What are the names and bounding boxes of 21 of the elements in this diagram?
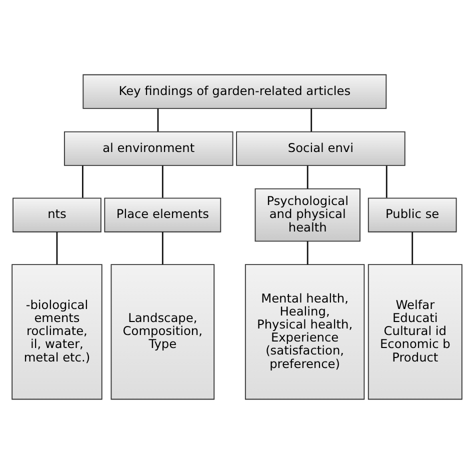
node-box: Mental health, Healing, Physical health, Experience (satisfaction, preference): [244, 264, 365, 400]
node-box: Place elements: [104, 198, 222, 232]
connector: [82, 166, 84, 198]
connector: [162, 232, 164, 264]
connector: [157, 108, 159, 132]
node-box: Public se: [368, 198, 457, 232]
node-box: nts: [12, 198, 102, 232]
connector: [386, 166, 388, 198]
node-box: al environment: [64, 131, 234, 166]
node-box: Welfar Educati Cultural id Economic b Product: [368, 264, 462, 400]
node-box: -biological ements roclimate, il, water, metal etc.): [12, 264, 102, 400]
connector: [306, 166, 308, 189]
connector: [56, 232, 58, 264]
node-box: Psychological and physical health: [254, 188, 360, 242]
connector: [310, 108, 312, 132]
node-box: Social envi: [236, 131, 406, 166]
node-box: Key findings of garden-related articles: [82, 74, 387, 109]
connector: [412, 232, 414, 264]
connector: [162, 166, 164, 198]
node-box: Landscape, Composition, Type: [110, 264, 215, 400]
connector: [306, 241, 308, 265]
